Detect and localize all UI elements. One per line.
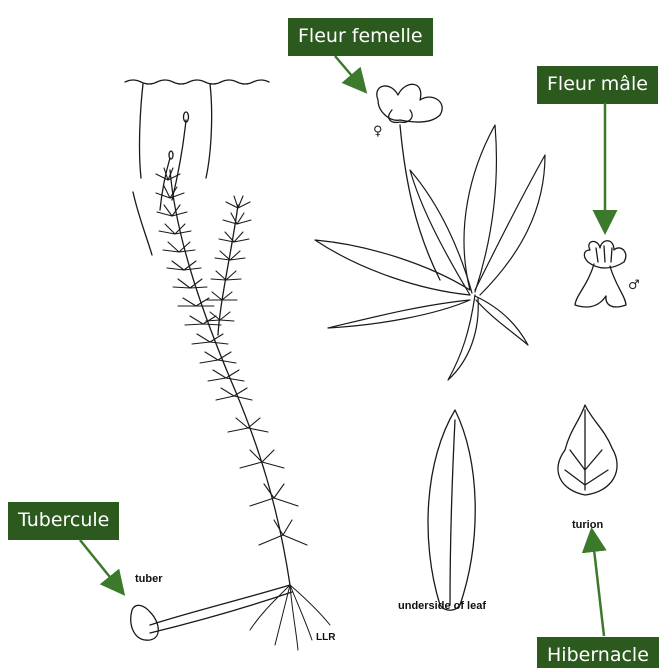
turion-caption: turion: [572, 519, 603, 531]
tuber-shape: [131, 605, 158, 640]
female-symbol: ♀: [373, 124, 383, 139]
turion-drawing: [558, 405, 617, 495]
branch-leaves: [206, 196, 251, 321]
rosette-leaves: [315, 125, 545, 380]
branch-stem: [218, 205, 238, 335]
artist-signature: LLR: [316, 632, 335, 643]
male-flower-drawing: [575, 241, 626, 307]
rhizome-lower: [150, 592, 292, 633]
male-symbol: ♂: [628, 278, 640, 293]
female-flower-label: Fleur femelle: [288, 18, 433, 56]
water-line-left: [140, 84, 143, 178]
rhizome: [150, 585, 290, 625]
stalk: [172, 120, 186, 200]
stalk: [133, 192, 152, 255]
water-line-right: [206, 84, 212, 178]
bud: [169, 151, 173, 159]
tuber-caption: tuber: [135, 573, 163, 585]
leaf-midrib: [450, 420, 455, 605]
tuber-label: Tubercule: [8, 502, 119, 540]
male-flower-label: Fleur mâle: [537, 66, 658, 104]
stalk: [160, 158, 170, 210]
female-petal: [377, 84, 442, 122]
main-stem: [170, 170, 290, 585]
underside-leaf-caption: underside of leaf: [398, 600, 486, 612]
water-surface: [125, 80, 269, 84]
hibernacle-label: Hibernacle: [537, 637, 659, 668]
